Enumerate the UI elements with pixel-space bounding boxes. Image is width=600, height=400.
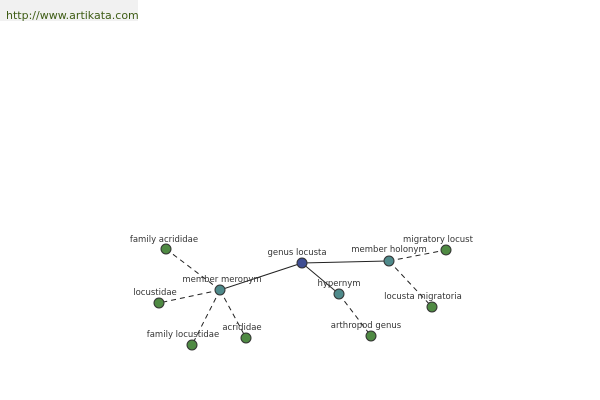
- url-link[interactable]: http://www.artikata.com: [6, 9, 139, 22]
- label-member-meronym[interactable]: member meronym: [182, 275, 261, 285]
- url-bar[interactable]: http://www.artikata.com: [0, 0, 139, 22]
- label-migratory-locust[interactable]: migratory locust: [403, 235, 474, 245]
- edge-member-meronym-to-acrididae: [219, 289, 247, 339]
- label-family-acrididae[interactable]: family acrididae: [130, 235, 198, 245]
- node-member-holonym[interactable]: [383, 255, 395, 267]
- edge-member-meronym-to-locustidae: [158, 289, 221, 304]
- label-hypernym[interactable]: hypernym: [317, 279, 360, 289]
- graph-labels: genus locusta member meronym member holony…: [130, 235, 474, 340]
- label-locustidae[interactable]: locustidae: [133, 288, 177, 298]
- edge-member-holonym-to-locusta-migratoria: [388, 260, 433, 308]
- graph-nodes: [153, 243, 452, 351]
- node-locusta-migratoria[interactable]: [426, 301, 438, 313]
- node-hypernym[interactable]: [333, 288, 345, 300]
- label-arthropod-genus[interactable]: arthropod genus: [331, 321, 402, 331]
- label-family-locustidae[interactable]: family locustidae: [147, 330, 220, 340]
- node-member-meronym[interactable]: [214, 284, 226, 296]
- node-family-locustidae[interactable]: [186, 339, 198, 351]
- node-acrididae[interactable]: [240, 332, 252, 344]
- label-genus-locusta[interactable]: genus locusta: [267, 248, 326, 258]
- label-acrididae[interactable]: acrididae: [222, 323, 261, 333]
- node-family-acrididae[interactable]: [160, 243, 172, 255]
- edge-member-meronym-to-family-locustidae: [191, 289, 221, 346]
- node-locustidae[interactable]: [153, 297, 165, 309]
- node-genus-locusta[interactable]: [296, 257, 308, 269]
- edge-genus-locusta-to-hypernym: [301, 262, 340, 295]
- node-migratory-locust[interactable]: [440, 244, 452, 256]
- edge-genus-locusta-to-member-holonym: [301, 260, 390, 264]
- label-member-holonym[interactable]: member holonym: [351, 245, 426, 255]
- label-locusta-migratoria[interactable]: locusta migratoria: [384, 292, 462, 302]
- edge-member-meronym-to-family-acrididae: [165, 248, 221, 291]
- node-arthropod-genus[interactable]: [365, 330, 377, 342]
- edge-genus-locusta-to-member-meronym: [219, 262, 303, 291]
- edge-member-holonym-to-migratory-locust: [388, 249, 447, 262]
- graph-edges: [158, 248, 447, 346]
